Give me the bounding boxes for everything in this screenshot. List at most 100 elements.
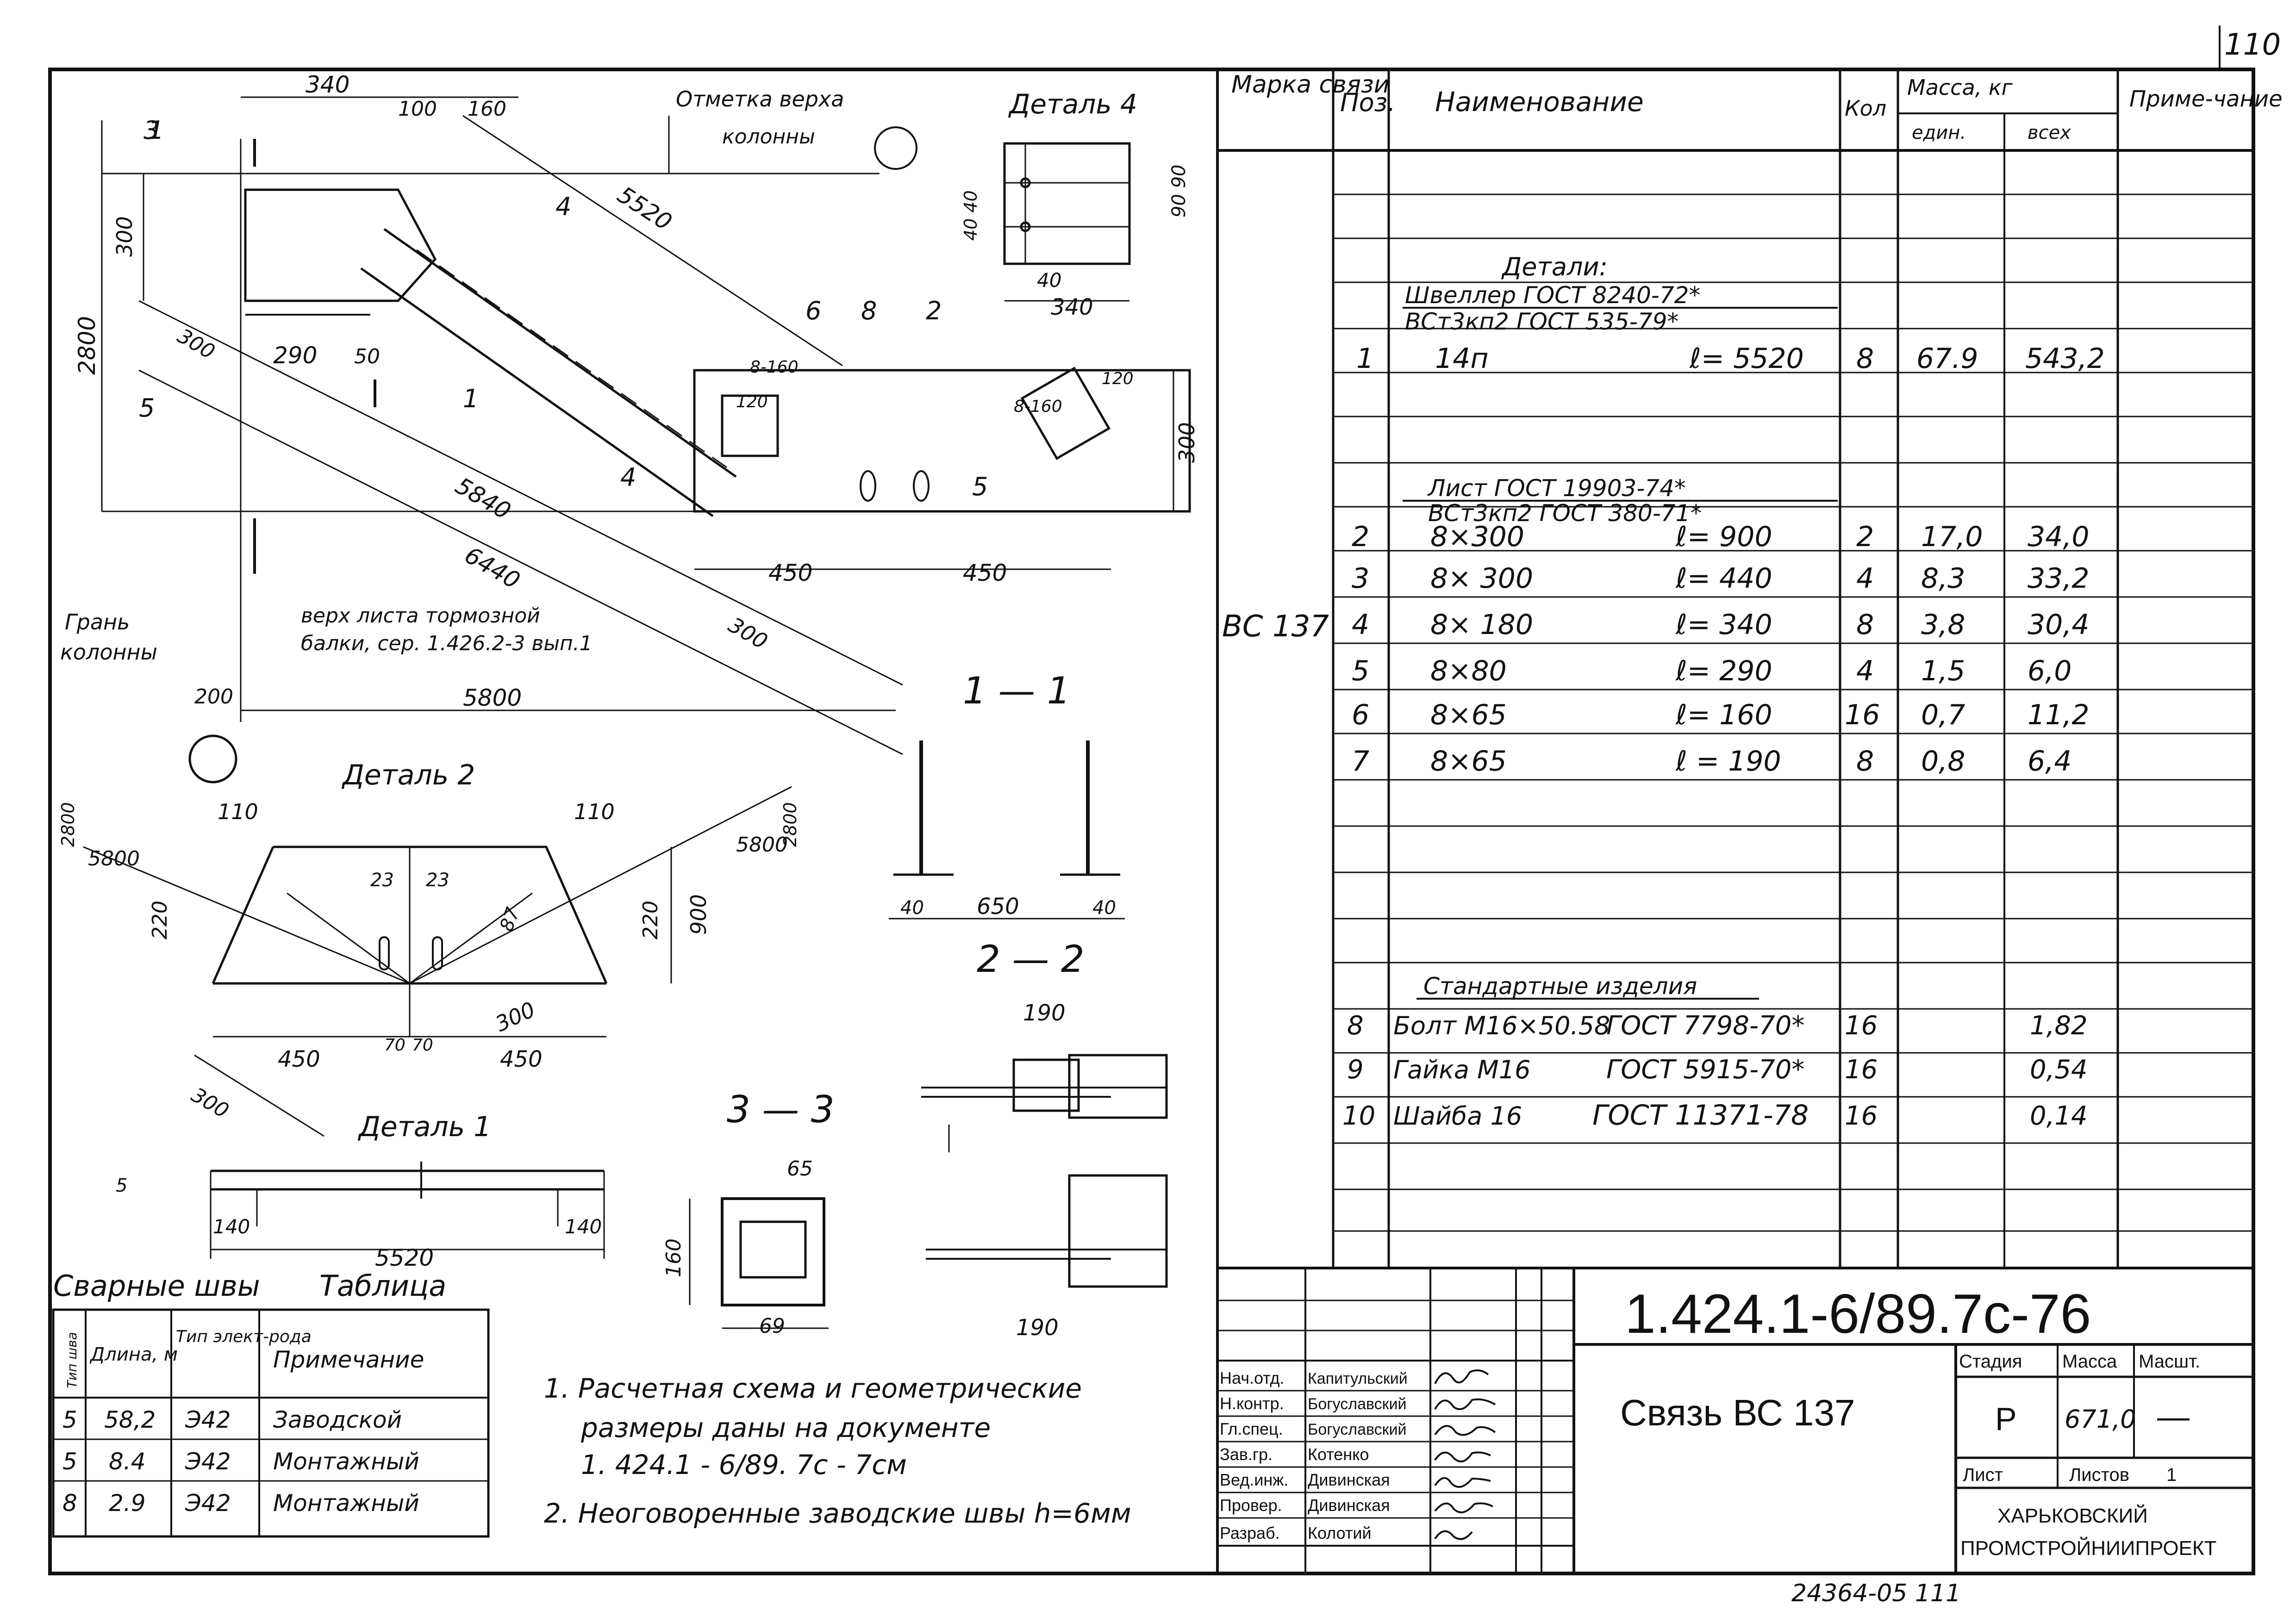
svg-text:2.9: 2.9	[109, 1490, 146, 1517]
detail4-dim-4040: 40 40	[961, 190, 981, 241]
svg-text:2800: 2800	[780, 802, 800, 847]
scale-value: —	[2157, 1399, 2190, 1435]
svg-text:5520: 5520	[612, 181, 676, 236]
svg-text:58,2: 58,2	[104, 1406, 156, 1433]
svg-text:543,2: 543,2	[2025, 342, 2105, 375]
svg-text:5: 5	[972, 472, 988, 501]
svg-text:3: 3	[1352, 562, 1369, 595]
svg-text:Провер.: Провер.	[1220, 1496, 1282, 1515]
svg-text:6,0: 6,0	[2028, 655, 2071, 687]
spec-row: 10 Шайба 16 ГОСТ 11371-78 16 0,14	[1342, 1099, 2088, 1132]
brake-beam-note-1: верх листа тормозной	[301, 604, 540, 628]
spec-header-qty: Кол	[1845, 96, 1886, 121]
stamp-bottom: 24364-05 111	[1791, 1579, 1961, 1607]
svg-text:120: 120	[736, 392, 768, 411]
svg-text:120: 120	[1102, 369, 1134, 388]
detail-1-title: Деталь 1	[357, 1111, 491, 1143]
welds-header-length: Длина, м	[89, 1344, 178, 1365]
svg-text:ℓ= 290: ℓ= 290	[1675, 655, 1772, 687]
svg-text:900: 900	[686, 894, 711, 935]
detail-4	[1003, 142, 1131, 302]
svg-text:7: 7	[1352, 745, 1369, 777]
detail1-dim-5520: 5520	[375, 1244, 434, 1271]
detail-1	[210, 1162, 605, 1259]
svg-text:6: 6	[1352, 699, 1369, 731]
drawing-code: 1.424.1-6/89.7с-76	[1625, 1283, 2091, 1345]
s22-dim-190a: 190	[1023, 1000, 1066, 1026]
svg-text:8: 8	[1347, 1011, 1364, 1041]
section-3-3-title: 3 — 3	[727, 1088, 835, 1131]
sheet-number: 110	[2224, 28, 2281, 62]
s11-dim-650: 650	[977, 894, 1019, 920]
spec-header-pos: Поз.	[1340, 88, 1396, 117]
svg-text:16: 16	[1845, 699, 1880, 731]
svg-text:Гайка М16: Гайка М16	[1393, 1055, 1530, 1084]
detail1-dim-140a: 140	[213, 1215, 250, 1238]
svg-text:5800: 5800	[736, 833, 788, 857]
sheet-label: Лист	[1963, 1465, 2003, 1485]
svg-text:1: 1	[1356, 342, 1374, 375]
svg-text:2. Неоговоренные заводские швы: 2. Неоговоренные заводские швы h=6мм	[544, 1498, 1131, 1529]
svg-text:ГОСТ 7798-70*: ГОСТ 7798-70*	[1606, 1011, 1804, 1041]
svg-text:23: 23	[426, 870, 449, 891]
welds-header-note: Примечание	[273, 1346, 424, 1373]
svg-text:6440: 6440	[460, 541, 524, 594]
svg-text:300: 300	[724, 612, 772, 654]
svg-text:Богуславский: Богуславский	[1308, 1421, 1407, 1438]
spec-row: 5 8×80 ℓ= 290 4 1,5 6,0	[1352, 655, 2071, 687]
svg-text:ℓ= 900: ℓ= 900	[1675, 521, 1772, 553]
svg-text:50: 50	[354, 345, 380, 368]
org-name-1: ХАРЬКОВСКИЙ	[1997, 1504, 2148, 1527]
sheet-frame	[48, 68, 2255, 1575]
welds-table	[52, 1308, 490, 1538]
welds-row: 8 2.9 Э42 Монтажный	[62, 1490, 419, 1517]
svg-text:8×80: 8×80	[1430, 655, 1507, 687]
svg-text:10: 10	[1342, 1101, 1375, 1131]
spec-header-mass-total: всех	[2028, 122, 2071, 143]
welds-header-electrode: Тип элект-рода	[176, 1327, 312, 1346]
spec-header-note: Приме-чание	[2129, 86, 2283, 112]
svg-text:30,4: 30,4	[2028, 609, 2090, 641]
svg-text:6,4: 6,4	[2028, 745, 2071, 777]
svg-text:1: 1	[463, 384, 479, 413]
svg-text:16: 16	[1845, 1101, 1878, 1131]
spec-group-standard: Стандартные изделия	[1423, 973, 1697, 1000]
svg-text:ℓ= 440: ℓ= 440	[1675, 562, 1772, 595]
spec-group-sheet-1: Лист ГОСТ 19903-74*	[1427, 475, 1686, 502]
svg-text:ℓ= 160: ℓ= 160	[1675, 699, 1772, 731]
section-1-1	[889, 740, 1125, 920]
svg-text:Зав.гр.: Зав.гр.	[1220, 1445, 1273, 1464]
svg-text:450: 450	[500, 1046, 543, 1072]
svg-text:8: 8	[62, 1490, 77, 1517]
svg-text:1,82: 1,82	[2030, 1011, 2088, 1041]
svg-text:8: 8	[1856, 342, 1874, 375]
svg-text:300: 300	[1174, 422, 1199, 463]
detail4-dim-9090: 90 90	[1168, 164, 1190, 218]
svg-text:размеры даны на документе: размеры даны на документе	[580, 1412, 991, 1443]
svg-text:0,14: 0,14	[2030, 1101, 2088, 1131]
spec-row: 7 8×65 ℓ = 190 8 0,8 6,4	[1352, 745, 2071, 777]
spec-header-mass: Масса, кг	[1907, 75, 2013, 100]
svg-text:67.9: 67.9	[1916, 342, 1978, 375]
svg-text:8: 8	[1856, 609, 1874, 641]
s33-dim-69: 69	[759, 1314, 785, 1338]
spec-header-mass-unit: един.	[1912, 122, 1966, 143]
svg-text:5: 5	[1352, 655, 1369, 687]
svg-text:0,7: 0,7	[1921, 699, 1965, 731]
staff-list: Нач.отд. Капитульский Н.контр. Богуславс…	[1220, 1368, 1408, 1542]
detail1-dim-140b: 140	[565, 1215, 602, 1238]
main-elevation	[101, 96, 1191, 784]
svg-text:70: 70	[412, 1036, 433, 1055]
svg-text:Монтажный: Монтажный	[273, 1448, 419, 1475]
svg-text:450: 450	[278, 1046, 320, 1072]
svg-text:5: 5	[139, 393, 155, 423]
svg-text:8×65: 8×65	[1430, 699, 1507, 731]
svg-text:2: 2	[1352, 521, 1369, 553]
svg-text:ℓ = 190: ℓ = 190	[1675, 745, 1781, 777]
column-top-mark-1: Отметка верха	[676, 87, 844, 112]
welds-title: Сварные швы	[53, 1269, 260, 1303]
stage-value: Р	[1995, 1401, 2017, 1437]
svg-text:Гл.спец.: Гл.спец.	[1220, 1419, 1283, 1438]
svg-text:110: 110	[218, 799, 258, 824]
